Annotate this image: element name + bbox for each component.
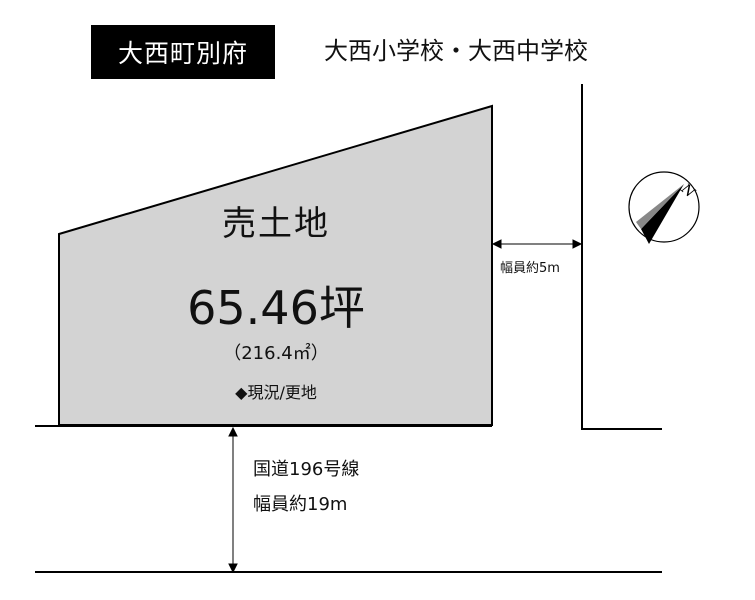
main-road-width: 幅員約19m: [253, 494, 348, 515]
location-label: 大西町別府: [91, 25, 275, 79]
lot-area-tsubo: 65.46坪: [187, 281, 365, 335]
main-road-name: 国道196号線: [253, 459, 360, 480]
lot-title: 売土地: [222, 204, 330, 244]
school-district: 大西小学校・大西中学校: [324, 37, 588, 65]
compass-icon: N: [628, 171, 700, 244]
side-road-edge: [581, 84, 662, 430]
lot-area-m2: （216.4㎡）: [223, 343, 329, 364]
main-road-width-arrow: [228, 426, 238, 574]
lot-parcel: [58, 104, 493, 426]
side-road-width: 幅員約5m: [500, 261, 560, 276]
lot-status: ◆現況/更地: [235, 383, 317, 402]
side-road-width-arrow: [491, 239, 583, 249]
